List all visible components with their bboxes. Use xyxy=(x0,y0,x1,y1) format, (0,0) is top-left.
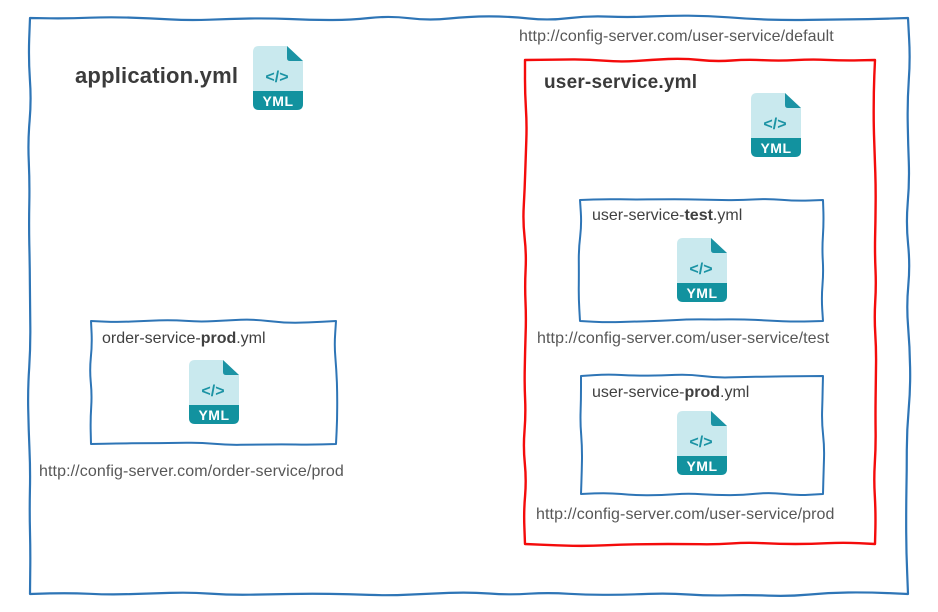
file-env-bold: prod xyxy=(200,330,237,347)
file-band xyxy=(253,91,303,110)
code-glyph: </> xyxy=(265,69,288,86)
file-name-prefix: user-service- xyxy=(592,207,685,224)
order-service-prod-yml-icon: </> YML xyxy=(188,359,240,425)
application-yml-icon: </> YML xyxy=(252,45,304,111)
file-band xyxy=(677,283,727,302)
file-name-prefix: user-service- xyxy=(592,384,685,401)
code-glyph: </> xyxy=(689,434,712,451)
file-name-prefix: order-service- xyxy=(102,330,201,347)
user-service-yml-icon: </> YML xyxy=(750,92,802,158)
user-service-prod-url-label: http://config-server.com/user-service/pr… xyxy=(536,506,835,523)
file-fold xyxy=(785,93,801,108)
file-band xyxy=(677,456,727,475)
yml-badge-label: YML xyxy=(262,93,293,109)
user-service-test-label: user-service-test.yml xyxy=(592,207,742,225)
yml-badge-label: YML xyxy=(686,458,717,474)
yml-badge-label: YML xyxy=(760,140,791,156)
file-fold xyxy=(711,238,727,253)
default-url-label: http://config-server.com/user-service/de… xyxy=(519,28,834,45)
file-name-suffix: .yml xyxy=(720,384,750,401)
user-service-test-url-label: http://config-server.com/user-service/te… xyxy=(537,330,830,347)
yml-badge-label: YML xyxy=(686,285,717,301)
user-service-test-yml-icon: </> YML xyxy=(676,237,728,303)
file-name-suffix: .yml xyxy=(712,207,743,224)
file-fold xyxy=(223,360,239,375)
file-fold xyxy=(711,411,727,426)
yml-badge-label: YML xyxy=(198,407,229,423)
user-service-prod-label: user-service-prod.yml xyxy=(592,384,749,402)
code-glyph: </> xyxy=(201,383,224,400)
file-env-bold: prod xyxy=(684,384,721,401)
user-service-prod-yml-icon: </> YML xyxy=(676,410,728,476)
file-env-bold: test xyxy=(684,207,713,224)
user-service-file-label: user-service.yml xyxy=(544,72,698,93)
file-fold xyxy=(287,46,303,61)
file-band xyxy=(189,405,239,424)
file-name-suffix: .yml xyxy=(236,330,266,347)
application-file-label: application.yml xyxy=(75,63,239,88)
order-service-prod-url-label: http://config-server.com/order-service/p… xyxy=(39,463,344,480)
code-glyph: </> xyxy=(689,261,712,278)
order-service-prod-label: order-service-prod.yml xyxy=(102,330,266,348)
file-band xyxy=(751,138,801,157)
code-glyph: </> xyxy=(763,116,786,133)
